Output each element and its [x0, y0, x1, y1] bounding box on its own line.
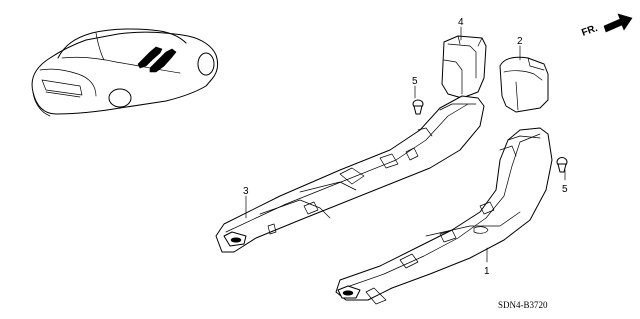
- part-2-outlet-elbow: [499, 56, 549, 113]
- locator-duct-highlight-left: [137, 46, 163, 69]
- vehicle-locator-illustration: [31, 28, 219, 117]
- callout-part-5-left: 5: [412, 76, 418, 87]
- part-3-rear-duct-left: [215, 95, 485, 253]
- part-5-clip-left: [412, 99, 424, 115]
- callout-part-3: 3: [243, 186, 249, 197]
- locator-duct-highlight-right: [149, 48, 177, 73]
- part-4-outlet-elbow: [441, 35, 487, 99]
- callout-part-2: 2: [517, 36, 523, 47]
- callout-part-4: 4: [458, 17, 464, 28]
- part-1-rear-duct-right: [335, 127, 553, 305]
- callout-part-1: 1: [484, 266, 490, 277]
- leader-lines: [245, 26, 566, 263]
- front-direction-arrow: FR.: [580, 13, 633, 39]
- diagram-code: SDN4-B3720: [498, 300, 548, 310]
- front-direction-label: FR.: [580, 23, 599, 39]
- callout-part-5-right: 5: [562, 184, 568, 195]
- arrow-right-icon: [603, 13, 633, 33]
- part-5-clip-right: [556, 157, 568, 173]
